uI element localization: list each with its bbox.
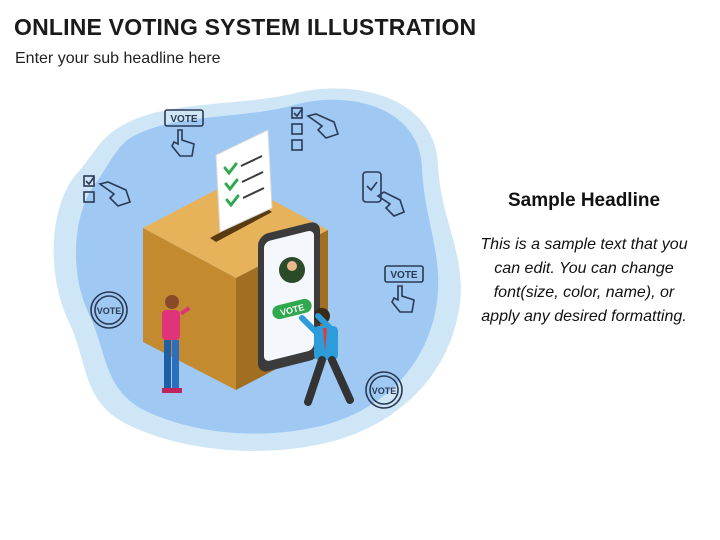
online-voting-illustration: VOTE VOTE (53, 88, 461, 451)
check-icon (223, 162, 240, 208)
phone-vote-button (272, 298, 312, 320)
ballot-box-slot (210, 208, 272, 242)
vote-badge-label: VOTE (372, 386, 397, 396)
smartphone: VOTE (258, 222, 320, 372)
smartphone-hand-icon (362, 171, 405, 217)
vote-badge-label: VOTE (97, 306, 122, 316)
vote-badge-icon: VOTE (90, 291, 128, 329)
vote-hand-sign-icon: VOTE (384, 265, 424, 313)
vote-hand-sign-icon: VOTE (164, 109, 204, 157)
checklist-hand-icon (83, 175, 132, 207)
vote-badge-icon: VOTE (365, 371, 403, 409)
slide-subtitle: Enter your sub headline here (15, 50, 221, 67)
slide-title: ONLINE VOTING SYSTEM ILLUSTRATION (14, 14, 477, 40)
checklist-hand-icon (291, 107, 340, 151)
ballot-paper (215, 129, 273, 233)
vote-sign-label: VOTE (170, 114, 198, 125)
sample-headline: Sample Headline (507, 190, 661, 211)
vote-sign-label: VOTE (390, 270, 418, 281)
man-figure (299, 308, 354, 406)
sample-body-text: This is a sample text that you can edit.… (480, 236, 688, 325)
woman-figure (162, 295, 191, 393)
